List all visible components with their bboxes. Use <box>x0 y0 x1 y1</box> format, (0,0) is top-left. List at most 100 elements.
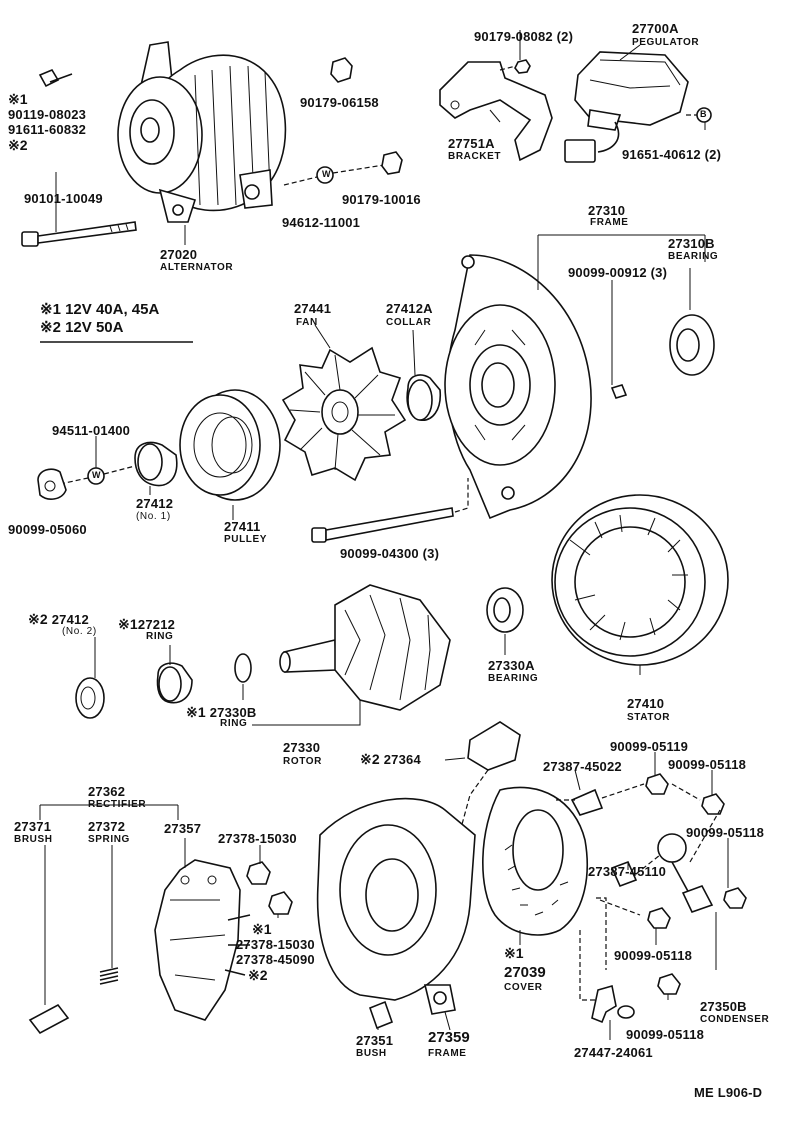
part-90099-05118-c: 90099-05118 <box>614 948 693 963</box>
mark-note-2-b: ※2 <box>248 967 268 983</box>
part-90099-05060: 90099-05060 <box>8 522 87 537</box>
part-27372: 27372 <box>88 819 126 834</box>
part-27371-name: BRUSH <box>14 834 53 845</box>
part-27441-name: FAN <box>296 317 318 328</box>
fan-drawing <box>281 346 407 482</box>
screw-90099-00912-drawing <box>610 384 628 399</box>
part-27441: 27441 <box>294 301 332 316</box>
part-27039: 27039 <box>504 964 546 981</box>
part-27700a-name: PEGULATOR <box>632 37 700 48</box>
part-90179-06158: 90179-06158 <box>300 95 379 110</box>
part-27310: 27310 <box>588 203 626 218</box>
part-90099-05118-b: 90099-05118 <box>686 825 765 840</box>
bolt-b-mark: B <box>700 109 707 119</box>
condenser-drawing <box>657 833 714 913</box>
mark-note-1-c: ※1 <box>504 945 524 961</box>
part-27330a-name: BEARING <box>488 673 539 684</box>
stator-drawing <box>551 494 729 666</box>
part-27412-no2-name: (No. 2) <box>62 626 97 637</box>
bracket-drawing <box>439 61 553 162</box>
rectifier-drawing <box>154 859 251 1021</box>
part-27411-name: PULLEY <box>224 534 268 545</box>
bolt-90119-drawing <box>38 68 73 88</box>
regulator-drawing <box>574 51 689 126</box>
cover-drawing <box>482 786 588 936</box>
nut-90179-10016-drawing <box>381 151 403 175</box>
part-27212-name: RING <box>146 631 174 642</box>
part-27362: 27362 <box>88 784 126 799</box>
part-27020-name: ALTERNATOR <box>160 262 234 273</box>
washer-w-mark: W <box>322 169 331 179</box>
part-27378-45090: 27378-45090 <box>236 952 315 967</box>
part-27351: 27351 <box>356 1033 394 1048</box>
leader-lines <box>39 30 729 1040</box>
part-27350b-name: CONDENSER <box>700 1014 770 1025</box>
part-27350b: 27350B <box>700 999 747 1014</box>
part-27330-name: ROTOR <box>283 756 322 767</box>
part-27330b-name: RING <box>220 718 248 729</box>
part-90099-05119: 90099-05119 <box>610 739 689 754</box>
part-27212: ※127212 <box>118 616 176 632</box>
drive-end-frame-drawing <box>444 254 592 520</box>
terminal-27387-45022-drawing <box>570 788 604 816</box>
part-90101-10049: 90101-10049 <box>24 191 103 206</box>
bolt-90101-drawing <box>21 221 137 247</box>
part-27412-no2: ※2 27412 <box>28 611 89 627</box>
brush-drawing <box>28 1003 70 1035</box>
part-27751a: 27751A <box>448 136 495 151</box>
part-90179-10016: 90179-10016 <box>342 192 421 207</box>
part-91611-60832: 91611-60832 <box>8 122 87 137</box>
part-27351-name: BUSH <box>356 1048 387 1059</box>
mark-note-1: ※1 <box>8 91 28 107</box>
part-27412a: 27412A <box>386 301 433 316</box>
part-27310b: 27310B <box>668 236 715 251</box>
part-27372-name: SPRING <box>88 834 130 845</box>
diagram-code: ME L906-D <box>694 1085 763 1100</box>
part-27751a-name: BRACKET <box>448 151 502 162</box>
part-27378-15030-b: 27378-15030 <box>236 937 315 952</box>
pulley-drawing <box>179 389 281 501</box>
rotor-drawing <box>279 584 451 711</box>
part-27330a: 27330A <box>488 658 535 673</box>
part-90099-00912: 90099-00912 (3) <box>568 265 668 280</box>
part-27387-45110: 27387-45110 <box>588 864 667 879</box>
part-27410: 27410 <box>627 696 665 711</box>
part-27364: ※2 27364 <box>360 751 421 767</box>
part-27357: 27357 <box>164 821 202 836</box>
part-94612-11001: 94612-11001 <box>282 215 361 230</box>
brush-holder-drawing <box>467 721 521 771</box>
mark-note-1-b: ※1 <box>252 921 272 937</box>
part-27359: 27359 <box>428 1029 470 1046</box>
part-90119-08023: 90119-08023 <box>8 107 87 122</box>
legend-note-2: ※2 12V 50A <box>40 319 124 336</box>
collar-27412-no2-drawing <box>75 677 105 719</box>
legend-note-1: ※1 12V 40A, 45A <box>40 301 160 318</box>
part-27411: 27411 <box>224 519 261 534</box>
part-27410-name: STATOR <box>627 712 671 723</box>
insulator-27378-15030-drawing <box>246 861 271 885</box>
part-27330: 27330 <box>283 740 321 755</box>
spring-drawing <box>99 967 119 985</box>
nut-90099-05060-drawing <box>37 468 67 500</box>
part-90099-04300: 90099-04300 (3) <box>340 546 440 561</box>
part-91651-40612: 91651-40612 (2) <box>622 147 722 162</box>
part-27378-15030-a: 27378-15030 <box>218 831 297 846</box>
part-27359-name: FRAME <box>428 1048 467 1059</box>
part-27310b-name: BEARING <box>668 251 719 262</box>
part-27371: 27371 <box>14 819 52 834</box>
part-27700a: 27700A <box>632 21 679 36</box>
terminal-27387-45110-drawing <box>610 860 638 888</box>
washer-w-mark-2: W <box>92 470 101 480</box>
mark-note-2: ※2 <box>8 137 28 153</box>
bush-drawing <box>368 1000 394 1030</box>
part-27412-name: (No. 1) <box>136 511 171 522</box>
part-27020: 27020 <box>160 247 198 262</box>
part-27387-45022: 27387-45022 <box>543 759 622 774</box>
rear-frame-drawing <box>316 797 476 1015</box>
ring-27330b-drawing <box>234 653 252 683</box>
part-94511-01400: 94511-01400 <box>52 423 131 438</box>
part-90099-05118-d: 90099-05118 <box>626 1027 705 1042</box>
clip-27447-drawing <box>591 984 617 1024</box>
